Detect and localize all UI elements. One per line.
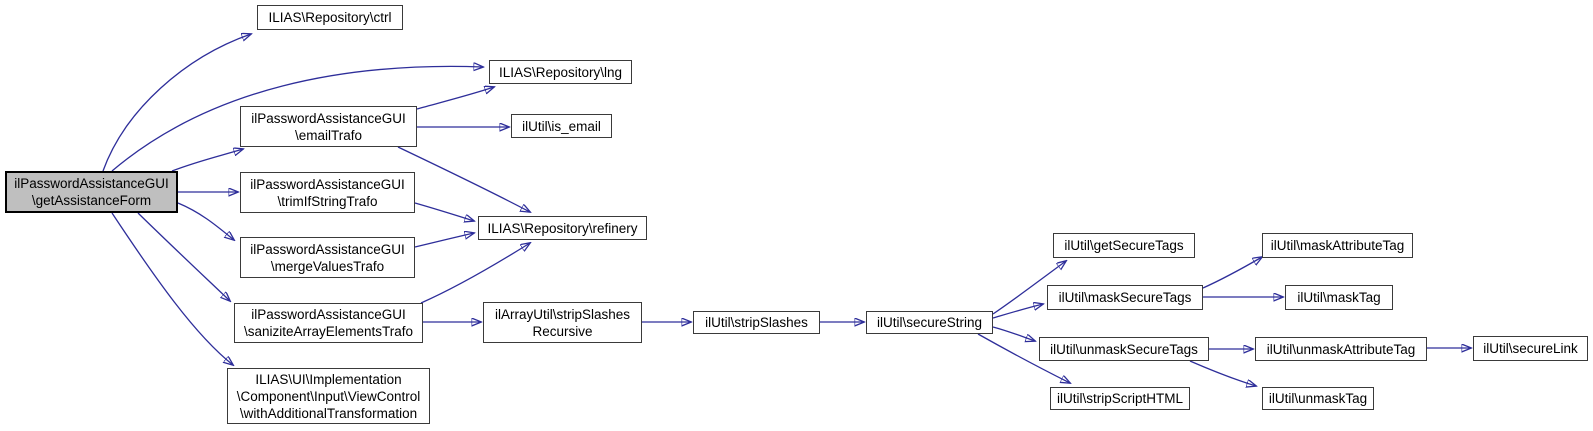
node-ilutil-is-email[interactable]: ilUtil\is_email bbox=[511, 114, 612, 138]
node-ilutil-masksecuretags[interactable]: ilUtil\maskSecureTags bbox=[1047, 285, 1203, 310]
edge-sanizitearrayelementstrafo-refinery bbox=[420, 243, 530, 304]
node-ilutil-unmasksecuretags[interactable]: ilUtil\unmaskSecureTags bbox=[1039, 337, 1209, 361]
edge-securestring-stripscripthtml bbox=[977, 333, 1070, 383]
edge-getassistanceform-sanizitearrayelementstrafo bbox=[137, 212, 230, 301]
edge-emailtrafo-refinery bbox=[397, 146, 530, 212]
node-ilias-repository-lng[interactable]: ILIAS\Repository\lng bbox=[489, 60, 632, 84]
node-ilutil-unmaskattributetag[interactable]: ilUtil\unmaskAttributeTag bbox=[1255, 337, 1427, 361]
edge-emailtrafo-lng bbox=[416, 87, 494, 110]
node-ilutil-securelink[interactable]: ilUtil\secureLink bbox=[1473, 336, 1588, 361]
node-ilutil-securestring[interactable]: ilUtil\secureString bbox=[866, 311, 993, 334]
node-ilpasswordassistancegui-trimifstringtrafo[interactable]: ilPasswordAssistanceGUI \trimIfStringTra… bbox=[240, 172, 415, 213]
edge-securestring-unmasksecuretags bbox=[992, 326, 1035, 341]
edge-unmasksecuretags-unmasktag bbox=[1189, 360, 1256, 386]
edge-getassistanceform-lng bbox=[111, 66, 483, 172]
node-ilutil-masktag[interactable]: ilUtil\maskTag bbox=[1285, 285, 1393, 310]
node-ilpasswordassistancegui-sanizitearrayelementstrafo[interactable]: ilPasswordAssistanceGUI \saniziteArrayEl… bbox=[234, 303, 423, 343]
node-ilutil-stripslashes[interactable]: ilUtil\stripSlashes bbox=[693, 311, 820, 334]
node-ilias-repository-refinery[interactable]: ILIAS\Repository\refinery bbox=[478, 216, 647, 240]
node-ilutil-unmasktag[interactable]: ilUtil\unmaskTag bbox=[1262, 387, 1374, 410]
node-ilutil-getsecuretags[interactable]: ilUtil\getSecureTags bbox=[1053, 233, 1195, 258]
node-ilias-repository-ctrl[interactable]: ILIAS\Repository\ctrl bbox=[257, 5, 403, 30]
node-ilarrayutil-stripslashesrecursive[interactable]: ilArrayUtil\stripSlashes Recursive bbox=[483, 302, 642, 343]
node-ilutil-maskattributetag[interactable]: ilUtil\maskAttributeTag bbox=[1262, 233, 1413, 258]
edge-securestring-masksecuretags bbox=[992, 304, 1043, 319]
node-ilpasswordassistancegui-emailtrafo[interactable]: ilPasswordAssistanceGUI \emailTrafo bbox=[240, 106, 417, 147]
edge-mergevaluestrafo-refinery bbox=[414, 233, 474, 248]
node-ilpasswordassistancegui-getassistanceform[interactable]: ilPasswordAssistanceGUI \getAssistanceFo… bbox=[5, 171, 178, 213]
edge-getassistanceform-emailtrafo bbox=[171, 149, 243, 172]
edge-getassistanceform-withadditionaltransformation bbox=[111, 212, 233, 365]
node-ilpasswordassistancegui-mergevaluestrafo[interactable]: ilPasswordAssistanceGUI \mergeValuesTraf… bbox=[240, 237, 415, 278]
edge-securestring-getsecuretags bbox=[992, 261, 1066, 315]
edge-getassistanceform-ctrl bbox=[102, 34, 251, 172]
edge-masksecuretags-maskattributetag bbox=[1202, 257, 1262, 289]
edge-trimifstringtrafo-refinery bbox=[414, 202, 474, 221]
edge-getassistanceform-mergevaluestrafo bbox=[177, 202, 234, 240]
node-ilutil-stripscripthtml[interactable]: ilUtil\stripScriptHTML bbox=[1050, 387, 1190, 410]
node-ilias-ui-withadditionaltransformation[interactable]: ILIAS\UI\Implementation \Component\Input… bbox=[227, 368, 430, 424]
